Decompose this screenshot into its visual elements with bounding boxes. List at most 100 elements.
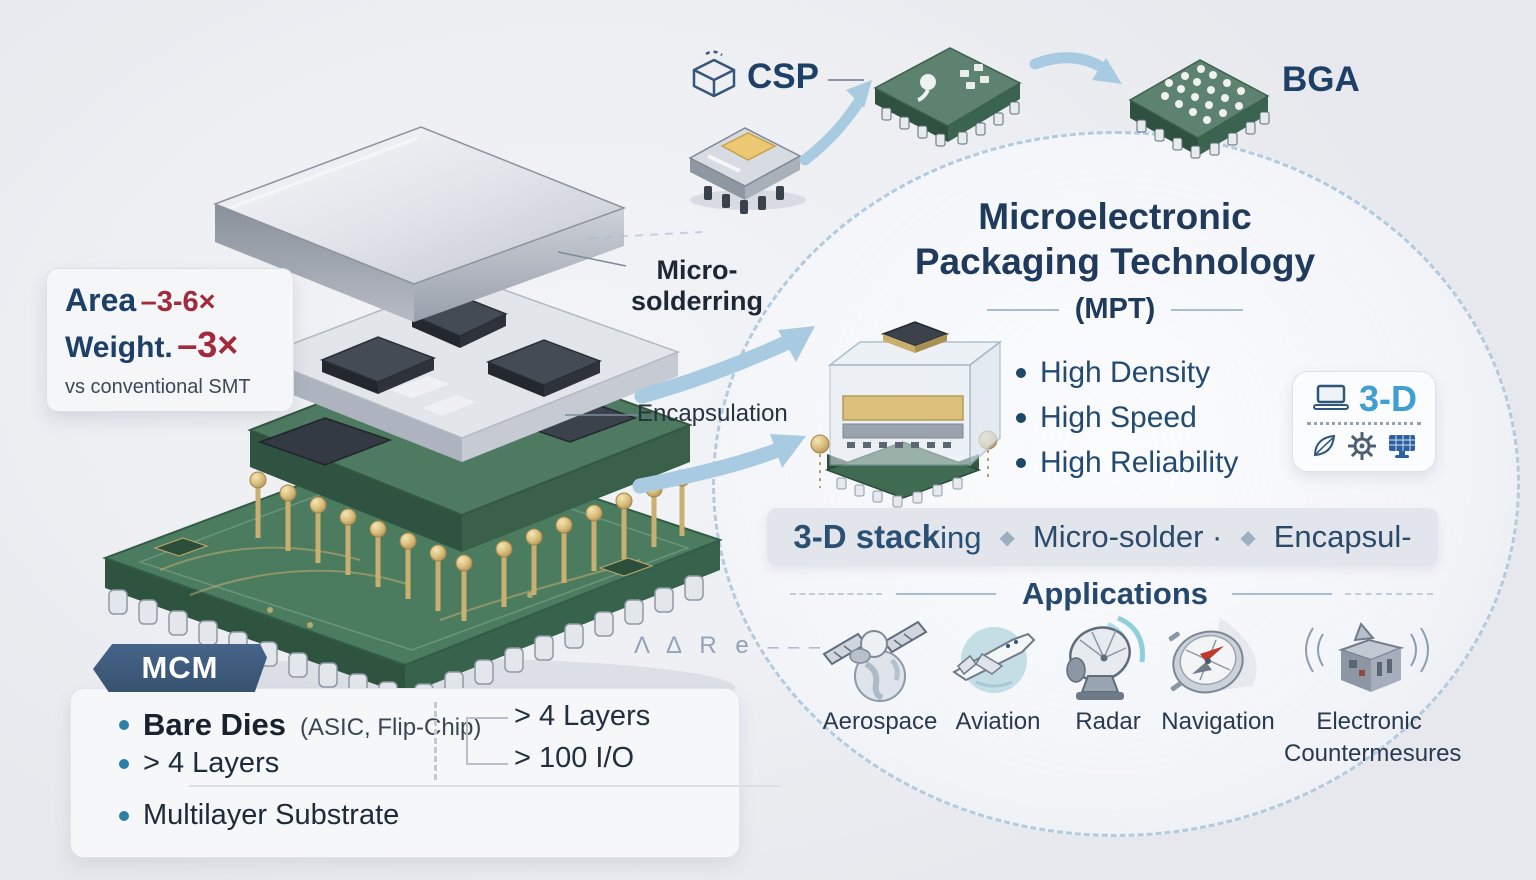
process-bar: 3-D stacking ◆ Micro-solder · ◆ Encapsul… [767, 508, 1438, 566]
three-d-label: 3-D [1358, 378, 1417, 419]
flow-arrows-into-circle [632, 326, 815, 494]
bullet-dot [1016, 457, 1026, 468]
mpt-title-line1: Microelectronic [978, 196, 1252, 237]
scribble-dashes: – – – [767, 636, 822, 658]
process-item-bold: 3-D stack [793, 518, 941, 555]
process-item-encapsulation: Encapsul- [1273, 519, 1412, 554]
gold-ball [810, 434, 830, 454]
bullet-dot [119, 758, 129, 769]
application-aviation: Aviation [936, 612, 1060, 736]
side-callout-io: > 100 I/O [514, 742, 635, 774]
arrow-chip-to-bga [1029, 52, 1122, 84]
satellite-globe-icon [822, 620, 928, 702]
compass-icon [1168, 618, 1257, 694]
substrate-chip [485, 339, 603, 397]
area-label: Area [65, 282, 137, 318]
area-row: Area –3-6× [65, 281, 277, 326]
application-ecm: Electronic Countermesures [1284, 612, 1462, 768]
stack-cube [827, 340, 1003, 467]
callout-bracket [466, 717, 508, 765]
smt-comparison-card: Area –3-6× Weight. –3× vs conventional S… [46, 268, 294, 412]
molded-chip [873, 47, 1022, 147]
csp-package [688, 127, 806, 214]
subtitle-left-line [986, 308, 1059, 311]
application-label: Electronic [1316, 708, 1422, 735]
mpt-bullet-item: High Speed [1016, 395, 1238, 440]
bullet-label: High Density [1040, 355, 1211, 389]
micro-soldering-line2: solderring [630, 286, 764, 316]
bullet-dot [1016, 412, 1026, 423]
bga-label: BGA [1282, 60, 1360, 99]
mcm-bullet-substrate: Multilayer Substrate [119, 799, 399, 832]
smt-note: vs conventional SMT [65, 376, 251, 398]
dotted-divider [1307, 422, 1421, 425]
mpt-subtitle-row: (MPT) [800, 293, 1430, 326]
application-label: Aviation [955, 708, 1041, 735]
layers-label: > 4 Layers [143, 747, 280, 779]
mpt-bullet-list: High Density High Speed High Reliability [1016, 350, 1238, 485]
die-pad-row [847, 442, 951, 448]
gray-die-layer [842, 423, 964, 439]
scribble-text: Λ Δ R e [634, 632, 755, 659]
side-callout-layers: > 4 Layers [514, 700, 651, 732]
bullet-label: High Speed [1040, 400, 1197, 434]
mpt-bullet-item: High Density [1016, 350, 1238, 395]
bullet-dot [1016, 367, 1026, 378]
subtitle-right-line [1171, 308, 1244, 311]
gear-icon [1347, 432, 1376, 460]
encapsulation-callout: Encapsulation [637, 400, 788, 427]
process-item-rest: ing [940, 520, 982, 555]
weight-value: –3× [177, 324, 239, 365]
ecm-station-icon [1305, 622, 1429, 692]
applications-heading: Applications [1021, 576, 1208, 611]
bare-dies-label: Bare Dies [143, 707, 287, 742]
mcm-exploded-illustration [102, 126, 735, 700]
mcm-banner: MCM [93, 644, 267, 692]
csp-box-icon [692, 50, 736, 98]
micro-soldering-callout: Micro- solderring [608, 255, 786, 317]
application-label-line2: Countermesures [1284, 740, 1462, 767]
faint-scribble: Λ Δ R e – – – [634, 632, 822, 660]
applications-right-dash [1345, 593, 1433, 595]
mpt-dashed-circle [712, 131, 1520, 837]
airplane-icon [952, 627, 1036, 693]
mcm-bullet-bare-dies: Bare Dies (ASIC, Flip-Chip) [119, 707, 481, 743]
application-label: Radar [1075, 708, 1141, 735]
application-aerospace: Aerospace [818, 612, 942, 736]
bga-package [1128, 59, 1270, 159]
mpt-subtitle: (MPT) [1074, 293, 1156, 325]
laptop-icon [1312, 384, 1349, 410]
dashed-ruler [434, 702, 437, 780]
csp-label: CSP [747, 57, 819, 96]
micro-soldering-line1: Micro- [656, 255, 738, 285]
diamond-separator-icon: ◆ [1240, 526, 1256, 549]
metal-lid [212, 126, 627, 322]
application-radar: Radar [1046, 612, 1170, 736]
leaf-icon [1313, 434, 1335, 457]
bullet-dot [119, 720, 129, 730]
substrate-label: Multilayer Substrate [143, 799, 400, 831]
mpt-title-line2: Packaging Technology [914, 241, 1316, 282]
applications-left-dash [790, 593, 882, 595]
application-navigation: Navigation [1156, 612, 1280, 736]
three-d-badge-card: 3-D [1292, 371, 1436, 472]
mcm-panel: Bare Dies (ASIC, Flip-Chip) > 4 Layers M… [70, 688, 781, 858]
stack-top-chip [880, 321, 950, 353]
mcm-banner-label: MCM [141, 650, 219, 685]
mesh-monitor-icon [1389, 434, 1416, 458]
process-item-micro-solder: Micro-solder · [1032, 519, 1223, 554]
substrate-layer [255, 276, 681, 462]
panel-divider [189, 785, 781, 787]
top-flow-illustration [688, 47, 1270, 214]
area-value: –3-6× [140, 286, 216, 318]
mpt-title: Microelectronic Packaging Technology [800, 194, 1430, 284]
mpt-bullet-item: High Reliability [1016, 440, 1238, 485]
application-label: Aerospace [822, 708, 938, 735]
badge-row: 3-D [1301, 378, 1427, 420]
radar-dish-icon [1066, 615, 1145, 700]
weight-label: Weight. [65, 331, 173, 364]
gold-die-layer [842, 395, 964, 421]
weight-row: Weight. –3× [65, 326, 277, 372]
substrate-chip [319, 336, 437, 394]
